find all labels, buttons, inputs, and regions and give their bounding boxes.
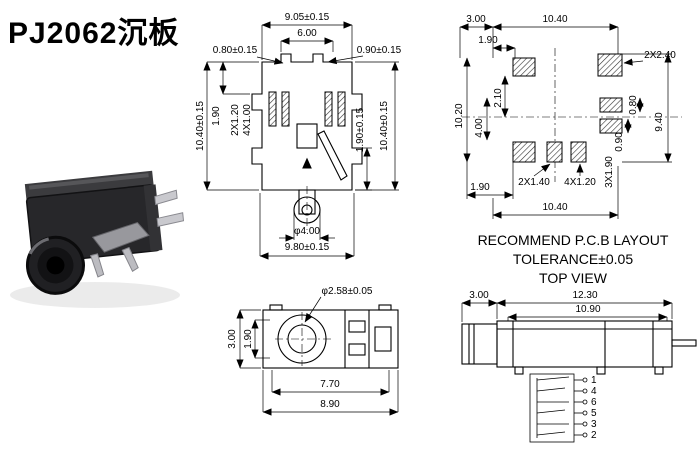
bottom-view: φ2.58±0.05 3.00 1.90 7.70 8.90 [227, 286, 399, 416]
dim-front-pin-w1: 2X1.20 [230, 104, 241, 136]
pad-bottom-1 [546, 141, 563, 163]
metal-latch [91, 221, 150, 253]
dim-bottom-width-inner: 7.70 [320, 379, 340, 390]
pcb-caption: RECOMMEND P.C.B LAYOUT TOLERANCE±0.05 TO… [452, 231, 694, 288]
connector-body [24, 170, 185, 295]
front-dimension-lines [203, 21, 399, 260]
dim-side-length-outer: 12.30 [572, 290, 597, 301]
pin-number-6: 6 [591, 397, 597, 408]
pin-number-5: 5 [591, 408, 597, 419]
dim-pcb-top-width: 10.40 [542, 14, 567, 25]
dim-front-pin-w2: 4X1.00 [242, 104, 253, 136]
dim-pcb-pad-tr: 2X2.40 [644, 50, 676, 61]
page-title: PJ2062沉板 [8, 17, 180, 50]
dim-front-right-inner: 1.90±0.15 [355, 107, 366, 152]
dim-pcb-bottom-pads1: 2X1.40 [518, 177, 550, 188]
dim-front-notch-right: 0.90±0.15 [357, 45, 402, 56]
dim-pcb-bottom-pads2: 4X1.20 [564, 177, 596, 188]
pcb-layout-view: 3.00 10.40 1.90 2X2.40 2.10 10.20 4.00 0… [454, 14, 682, 219]
caption-line-3: TOP VIEW [539, 269, 607, 286]
dim-front-bottom-width: 9.80±0.15 [285, 242, 330, 253]
dim-pcb-bottom-left: 1.90 [470, 182, 490, 193]
dim-pcb-right-2: 0.90 [614, 132, 625, 152]
dim-front-height-left: 10.40±0.15 [195, 101, 206, 151]
bottom-part-outline [262, 304, 399, 369]
side-view: 3.00 12.30 10.90 [461, 290, 697, 443]
dim-side-length-inner: 10.90 [575, 304, 600, 315]
dim-pcb-left-1: 2.10 [493, 88, 504, 108]
dim-front-pin-offset: 1.90 [211, 106, 222, 126]
front-terminals [268, 91, 346, 127]
dim-pcb-left-2: 4.00 [474, 118, 485, 138]
dim-bottom-left-inner: 1.90 [243, 329, 254, 349]
pcb-dimension-lines [459, 23, 672, 219]
pcb-pads [512, 53, 623, 163]
dim-front-overall-width: 9.05±0.15 [285, 12, 330, 23]
dim-bottom-left-outer: 3.00 [227, 329, 238, 349]
dim-bottom-hole-dia: φ2.58±0.05 [322, 286, 373, 297]
pad-top-left [512, 57, 536, 77]
schematic-pin-numbers: 1 4 6 5 3 2 [591, 375, 597, 441]
connector-photo [10, 170, 185, 308]
schematic [529, 373, 588, 443]
dim-pcb-right-outer: 9.40 [654, 112, 665, 132]
dim-front-inner-width: 6.00 [297, 28, 317, 39]
dim-pcb-top-pin: 1.90 [478, 35, 498, 46]
dim-bottom-width-outer: 8.90 [320, 399, 340, 410]
pin-right-1 [154, 189, 178, 206]
pad-top-right [597, 53, 623, 77]
bottom-dimension-lines [236, 296, 399, 416]
dim-pcb-left-outer: 10.20 [454, 103, 465, 128]
dim-front-height-right: 10.40±0.15 [379, 101, 390, 151]
dim-pcb-bottom-width: 10.40 [542, 202, 567, 213]
dim-pcb-top-offset: 3.00 [466, 14, 486, 25]
pin-number-1: 1 [591, 375, 597, 386]
pin-bottom-1 [90, 253, 105, 278]
caption-line-2: TOLERANCE±0.05 [512, 250, 634, 267]
side-part-outline [461, 320, 697, 375]
side-dimension-lines [461, 299, 673, 322]
dim-pcb-right-1: 0.80 [628, 95, 639, 115]
caption-line-1: RECOMMEND P.C.B LAYOUT [477, 232, 669, 248]
pad-right-2 [599, 118, 623, 134]
pad-right-1 [599, 97, 623, 113]
pin-number-3: 3 [591, 419, 597, 430]
dim-side-barrel: 3.00 [469, 290, 489, 301]
pin-right-2 [156, 212, 185, 228]
dim-front-notch-left: 0.80±0.15 [213, 45, 258, 56]
pin-number-2: 2 [591, 430, 597, 441]
pin-bottom-2 [121, 246, 139, 273]
dim-pcb-bottom-right: 3X1.90 [604, 156, 615, 188]
dim-front-hole-dia: φ4.00 [294, 226, 320, 237]
jack-hole [46, 256, 65, 275]
pad-bottom-2 [570, 141, 587, 163]
pad-bottom-left [512, 141, 536, 163]
front-view: 9.05±0.15 6.00 0.80±0.15 0.90±0.15 10.40… [195, 12, 402, 260]
pin-number-4: 4 [591, 386, 597, 397]
